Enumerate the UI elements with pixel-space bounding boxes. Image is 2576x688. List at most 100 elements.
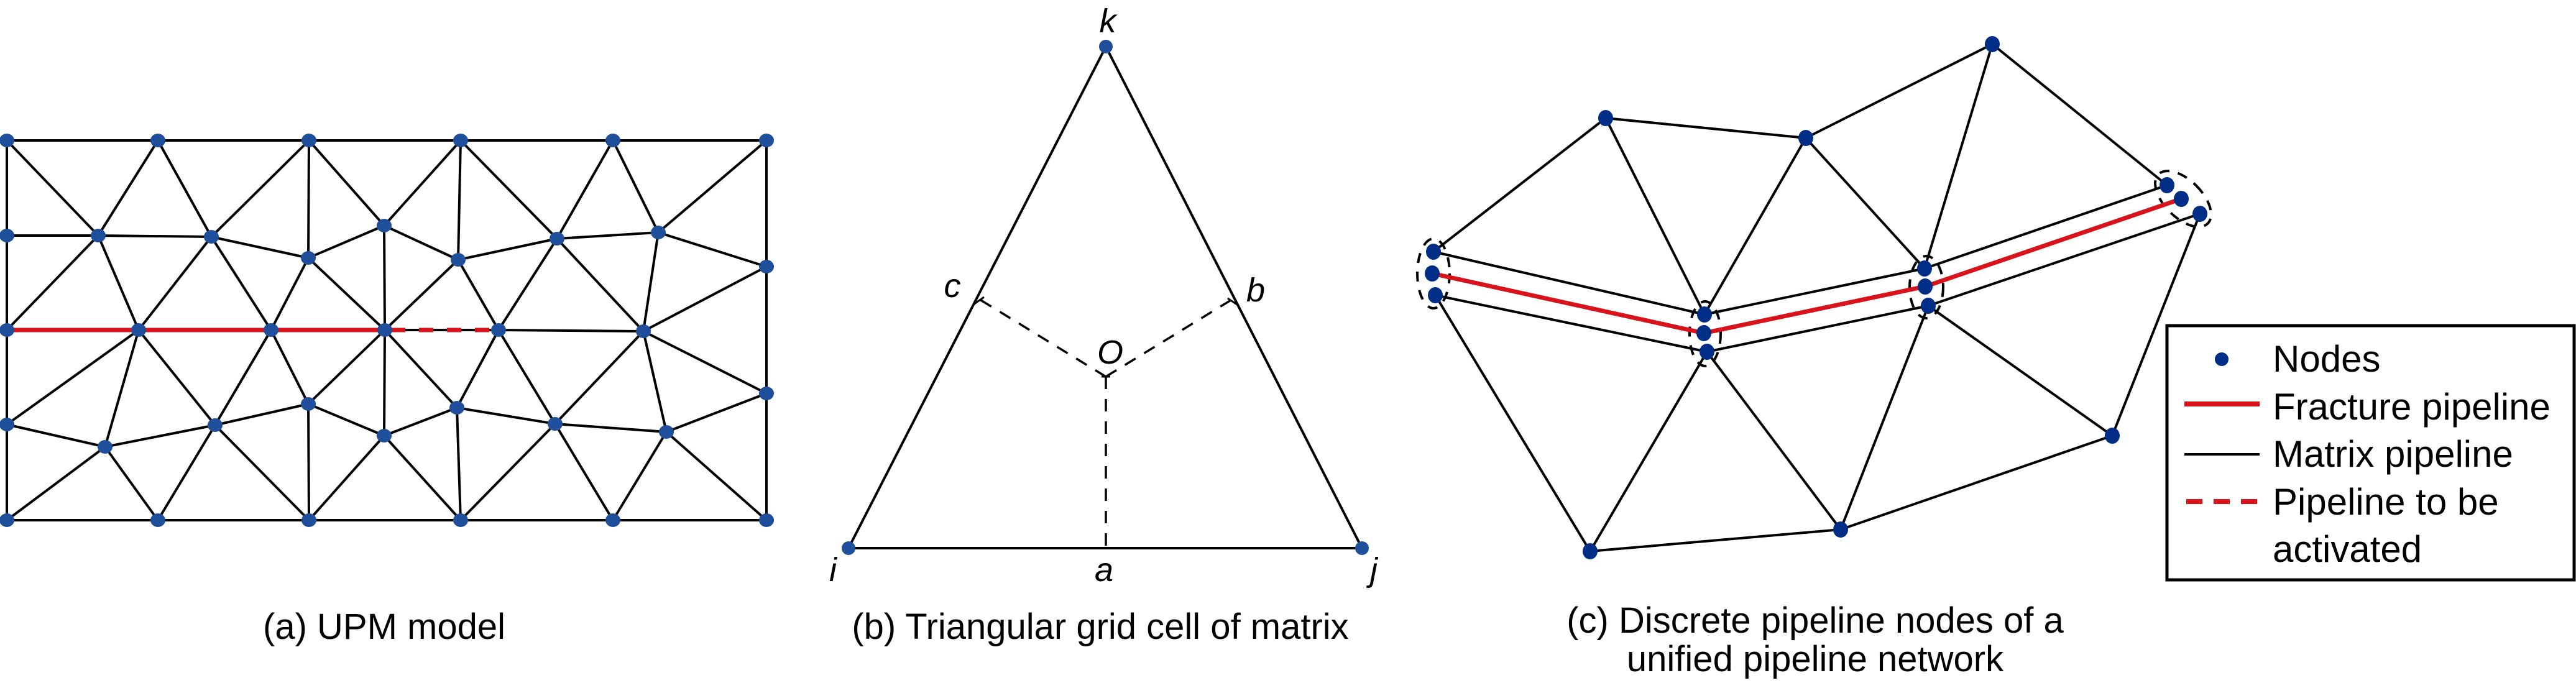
node [0, 513, 14, 527]
matrix-pipeline [308, 139, 385, 227]
node [2192, 206, 2207, 222]
matrix-pipeline [308, 403, 385, 437]
matrix-pipeline [1704, 267, 1925, 316]
tick-c [973, 296, 985, 306]
matrix-pipeline [643, 265, 767, 333]
matrix-pipeline [210, 139, 310, 238]
matrix-pipeline [104, 424, 216, 448]
node [377, 219, 392, 232]
matrix-pipeline [658, 231, 767, 268]
node [1700, 344, 1714, 360]
matrix-pipeline [1435, 294, 1708, 353]
node [759, 387, 774, 400]
fracture-pipeline [1924, 196, 2183, 289]
matrix-pipeline [6, 423, 106, 448]
matrix-pipeline [1706, 305, 1929, 353]
node [605, 513, 620, 527]
matrix-pipeline [384, 259, 459, 331]
matrix-pipeline [6, 329, 140, 426]
matrix-pipeline [665, 431, 768, 521]
node [91, 229, 106, 242]
panel-c-discrete-nodes: (c) Discrete pipeline nodes of a unified… [1416, 36, 2212, 679]
matrix-pipeline [456, 407, 462, 521]
node [1697, 306, 1712, 323]
matrix-pipeline [1433, 250, 1705, 316]
node [451, 253, 466, 267]
matrix-pipeline [556, 140, 614, 239]
matrix-pipeline [384, 224, 459, 261]
node [605, 134, 620, 147]
legend-label-nodes: Nodes [2273, 338, 2380, 380]
label-c: c [944, 267, 961, 305]
label-o: O [1097, 334, 1123, 371]
matrix-pipeline [1927, 305, 2114, 437]
matrix-pipeline [1605, 117, 1806, 139]
matrix-pipeline [214, 424, 310, 521]
node [377, 429, 392, 443]
matrix-pipeline [383, 225, 386, 331]
node [301, 134, 316, 147]
panel-b-triangular-cell: k i j a b c O (b) Triangular grid cell o… [829, 2, 1379, 647]
node [1428, 287, 1443, 303]
matrix-pipeline [157, 140, 213, 237]
node [1833, 521, 1848, 538]
matrix-pipeline [270, 329, 310, 405]
node [453, 513, 468, 527]
node [0, 323, 14, 337]
node [759, 513, 774, 527]
node [208, 418, 223, 432]
node [2174, 191, 2189, 207]
matrix-pipeline [554, 330, 645, 425]
legend-label-tobe-line2: activated [2273, 528, 2422, 570]
matrix-pipeline [1928, 213, 2201, 307]
node [548, 417, 563, 431]
tick-b [1227, 297, 1238, 306]
matrix-pipeline [307, 257, 386, 331]
node-group-mid2 [1908, 255, 1944, 319]
matrix-pipeline [307, 403, 310, 521]
node-i [842, 541, 855, 555]
node [2105, 428, 2120, 444]
matrix-pipeline [497, 237, 558, 331]
label-i: i [829, 551, 838, 589]
matrix-pipeline [308, 224, 385, 259]
node [550, 232, 564, 245]
matrix-pipeline [1604, 117, 1706, 315]
matrix-pipeline [1991, 43, 2168, 186]
matrix-pipeline [1805, 43, 1993, 139]
legend-label-matrix: Matrix pipeline [2273, 433, 2513, 475]
panel-c-node-groups [1416, 170, 2212, 367]
matrix-pipeline [384, 329, 458, 409]
node [1425, 265, 1440, 282]
matrix-pipeline [2111, 213, 2201, 436]
node [659, 425, 674, 439]
node [1917, 260, 1932, 277]
node [301, 397, 316, 411]
label-a: a [1095, 551, 1113, 589]
node [0, 418, 14, 431]
matrix-pipeline [554, 423, 667, 433]
label-b: b [1246, 272, 1265, 309]
panel-a-matrix-pipelines [6, 139, 768, 521]
matrix-pipeline [1924, 184, 2168, 270]
caption-a: (a) UPM model [263, 607, 505, 647]
matrix-pipeline [612, 140, 660, 233]
matrix-pipeline [97, 139, 159, 237]
matrix-pipeline [157, 424, 216, 521]
node [449, 401, 464, 415]
matrix-pipeline [1434, 294, 1591, 553]
node [1583, 543, 1598, 559]
matrix-pipeline [612, 431, 668, 521]
matrix-pipeline [556, 231, 659, 240]
matrix-pipeline [666, 392, 767, 433]
matrix-pipeline [383, 139, 462, 227]
dashed-o-to-c [977, 297, 1106, 378]
legend-node-symbol [2215, 352, 2229, 366]
matrix-pipeline [1805, 137, 1926, 270]
node [264, 323, 278, 337]
matrix-pipeline [459, 423, 556, 521]
matrix-pipeline [1589, 528, 1841, 553]
matrix-pipeline [210, 236, 272, 331]
matrix-pipeline [214, 329, 272, 426]
